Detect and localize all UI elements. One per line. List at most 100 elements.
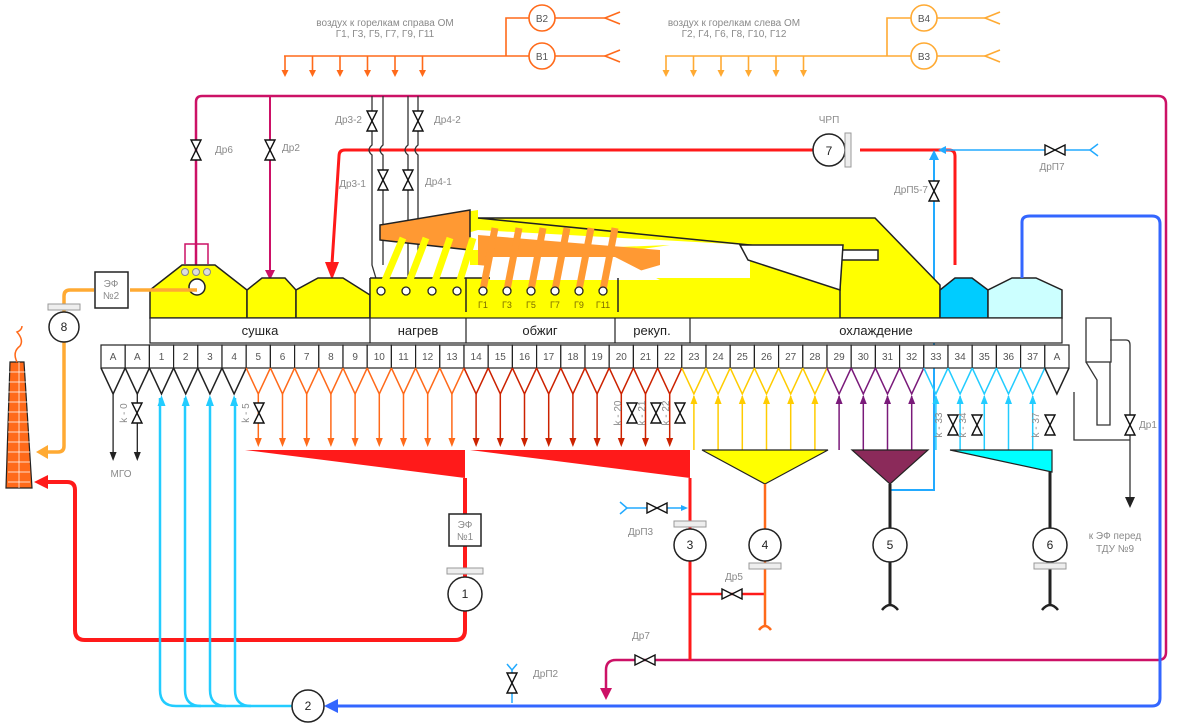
- fan-3[interactable]: [673, 528, 707, 562]
- valve-k21[interactable]: [649, 402, 663, 424]
- air-drop-arrow: [281, 70, 289, 77]
- air-drops-left: [662, 56, 807, 77]
- burner-nozzle-Г3[interactable]: [502, 286, 512, 296]
- air-drop-arrow: [391, 70, 399, 77]
- fan-b4[interactable]: [910, 4, 938, 32]
- kiln-cell-label: 1: [159, 352, 165, 363]
- air-drop-arrow: [800, 70, 807, 77]
- duct-arrow-down: [666, 438, 674, 447]
- burner-nozzle-Г1[interactable]: [478, 286, 488, 296]
- cold-air-return-pipe: [332, 214, 1162, 708]
- cell-hopper: [898, 367, 925, 396]
- duct-arrow-down: [303, 438, 311, 447]
- valve-dr3-2[interactable]: [365, 110, 379, 132]
- kiln-cell[interactable]: [1044, 344, 1070, 369]
- valve-dr5[interactable]: [721, 587, 743, 601]
- cell-hopper: [874, 367, 901, 396]
- fan-1[interactable]: [447, 576, 483, 612]
- cell-hopper: [148, 367, 175, 396]
- drp7-arrow: [938, 146, 946, 154]
- cell-hopper: [850, 367, 877, 396]
- fan-6-drive: [1033, 562, 1067, 570]
- fan-b2[interactable]: [528, 4, 556, 32]
- duct-arrow-up: [714, 395, 722, 404]
- kiln-cell-label: 16: [519, 352, 531, 363]
- valve-k34[interactable]: [970, 414, 984, 436]
- duct-arrow-up: [859, 395, 867, 404]
- fan-8-drive: [47, 303, 81, 311]
- fan-6[interactable]: [1032, 527, 1068, 563]
- burner-nozzle-Г9[interactable]: [574, 286, 584, 296]
- fan-5[interactable]: [872, 527, 908, 563]
- filter-ef2[interactable]: [94, 271, 129, 309]
- valve-k5[interactable]: [252, 402, 266, 424]
- valve-dr6[interactable]: [189, 139, 203, 161]
- cell-hopper: [705, 367, 731, 396]
- fan-1-label: 1: [462, 587, 469, 601]
- dr4-2-label: Др4-2: [434, 115, 461, 126]
- kiln-cell-label: 26: [761, 352, 773, 363]
- fan4-outlet: [758, 624, 772, 631]
- fan-b1[interactable]: [528, 42, 556, 70]
- valve-drp2[interactable]: [505, 672, 519, 694]
- valve-dr3-1[interactable]: [376, 169, 390, 191]
- zone-firing: обжиг: [522, 323, 557, 338]
- drp2-inlet: [506, 663, 518, 672]
- chimney-arrow-orange: [36, 445, 48, 459]
- chimney-arrow-red: [34, 475, 48, 489]
- fan-b3[interactable]: [910, 42, 938, 70]
- burner-label: Г5: [526, 300, 536, 310]
- valve-k20[interactable]: [625, 402, 639, 424]
- fan-3-drive: [673, 520, 707, 528]
- air-drop-arrow: [717, 70, 725, 77]
- valve-dr4-2[interactable]: [411, 110, 425, 132]
- duct-arrow-up: [884, 395, 891, 404]
- cell-hopper: [511, 367, 538, 396]
- exhaust-pipe-fan1: [46, 478, 467, 642]
- fan-8[interactable]: [48, 311, 80, 343]
- kiln-cell-label: А: [110, 352, 117, 363]
- burner-nozzle-Г11[interactable]: [598, 286, 608, 296]
- tdu-label-2: ТДУ №9: [1096, 544, 1135, 555]
- valve-k0[interactable]: [130, 402, 144, 424]
- kiln-cell-label: 2: [183, 352, 189, 363]
- valve-drp3[interactable]: [646, 501, 668, 515]
- fan-1-drive: [446, 567, 484, 575]
- chrp-label: ЧРП: [819, 115, 840, 126]
- valve-dr4-1[interactable]: [401, 169, 415, 191]
- valve-drp5-7[interactable]: [927, 180, 941, 202]
- zone-cooling: охлаждение: [839, 323, 913, 338]
- duct-arrow-up: [932, 395, 940, 404]
- ef2-label-1: ЭФ: [104, 279, 119, 290]
- cell-hopper: [681, 367, 707, 396]
- burner-label: Г9: [574, 300, 584, 310]
- cell-hopper: [221, 367, 247, 396]
- fan-2[interactable]: [291, 689, 325, 723]
- valve-dr2[interactable]: [263, 139, 277, 161]
- burner-nozzle-Г5[interactable]: [526, 286, 536, 296]
- valve-k37[interactable]: [1043, 414, 1057, 436]
- burner-tube: [402, 236, 430, 292]
- burner-nozzle-Г7[interactable]: [550, 286, 560, 296]
- cell-hopper: [826, 367, 852, 396]
- kiln-cell-label: 19: [592, 352, 604, 363]
- valve-k33[interactable]: [946, 414, 960, 436]
- valve-drp7[interactable]: [1044, 143, 1066, 157]
- air-right-caption-2: Г1, Г3, Г5, Г7, Г9, Г11: [336, 29, 435, 40]
- kiln-cell-label: 35: [979, 352, 991, 363]
- valve-dr7[interactable]: [634, 653, 656, 667]
- valve-dr1[interactable]: [1123, 414, 1137, 436]
- fan-5-label: 5: [887, 538, 894, 552]
- filter-ef1[interactable]: [448, 513, 482, 547]
- fan-4[interactable]: [748, 528, 782, 562]
- valve-k22[interactable]: [673, 402, 687, 424]
- cell-hopper: [172, 367, 199, 396]
- fan-4-label: 4: [762, 538, 769, 552]
- fan5-outlet: [881, 603, 899, 611]
- cell-hopper: [584, 367, 610, 396]
- kiln-cell-label: 27: [785, 352, 797, 363]
- fan-6-label: 6: [1047, 538, 1054, 552]
- duct-arrow-up: [835, 395, 843, 404]
